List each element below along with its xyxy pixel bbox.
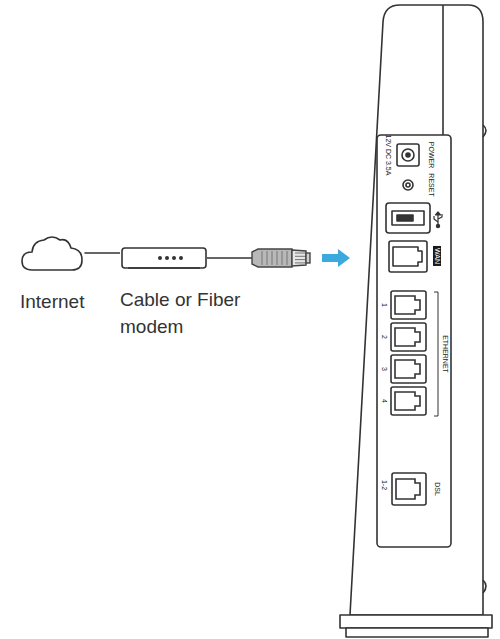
side-bump: [483, 125, 486, 137]
ethernet-port: [395, 360, 420, 378]
modem-icon: [120, 244, 270, 272]
plug-ridge: [267, 251, 268, 265]
reset-button: [406, 183, 410, 187]
plug-ridge: [282, 251, 283, 265]
power-rating: 12V DC 3.5A: [384, 135, 392, 176]
router-foot: [346, 628, 488, 637]
plug-contact: [295, 259, 305, 260]
port-number: 2: [380, 335, 388, 339]
node-text: Internet: [20, 288, 84, 315]
usb-symbol: [434, 212, 442, 228]
plug-ridge: [287, 251, 288, 265]
plug-contact: [295, 253, 305, 254]
port-name: POWER: [427, 142, 435, 168]
insert-arrow: [322, 249, 350, 267]
network-line: [84, 252, 120, 254]
ethernet-port: [391, 323, 426, 351]
ethernet-cable: [207, 257, 252, 259]
port-number: 4: [380, 399, 388, 403]
port-name: DSL: [433, 482, 441, 496]
router-base: [340, 615, 492, 628]
power-jack-pin: [406, 153, 410, 157]
ethernet-port: [395, 328, 420, 346]
port-panel: [377, 135, 451, 547]
plug-contact: [295, 262, 305, 263]
ethernet-port: [391, 355, 426, 383]
ethernet-plug: [252, 249, 310, 267]
cloud-icon: [20, 232, 84, 274]
power-jack-pin: [402, 149, 414, 161]
wan-port: [393, 247, 422, 266]
port-name: RESET: [427, 173, 435, 196]
ethernet-port: [391, 291, 426, 319]
plug-contact: [295, 256, 305, 257]
modem-node: Cable or Fiber modem: [120, 244, 270, 340]
wan-port: [389, 241, 427, 272]
power-jack: [397, 144, 419, 166]
port-number: 1: [380, 303, 388, 307]
cloud-node: Internet: [20, 232, 84, 315]
ethernet-bracket: [434, 292, 438, 416]
dsl-port: [396, 479, 420, 499]
ethernet-port: [395, 392, 420, 410]
ethernet-port: [391, 387, 426, 415]
port-number: 3: [380, 367, 388, 371]
port-number: 1-2: [380, 480, 388, 490]
ethernet-port: [395, 296, 420, 314]
usb-port: [386, 203, 430, 233]
dsl-port: [392, 473, 426, 505]
side-bump: [483, 580, 486, 593]
usb-port: [397, 215, 413, 221]
plug-ridge: [262, 251, 263, 265]
router-housing: [350, 5, 483, 615]
reset-button: [403, 180, 413, 190]
plug-ridge: [277, 251, 278, 265]
node-text: Cable or Fiber modem: [120, 286, 270, 340]
port-name: WAN: [433, 246, 441, 266]
port-group-name: ETHERNET: [441, 335, 449, 373]
usb-port: [392, 211, 424, 225]
plug-ridge: [272, 251, 273, 265]
housing-seam: [442, 5, 444, 135]
